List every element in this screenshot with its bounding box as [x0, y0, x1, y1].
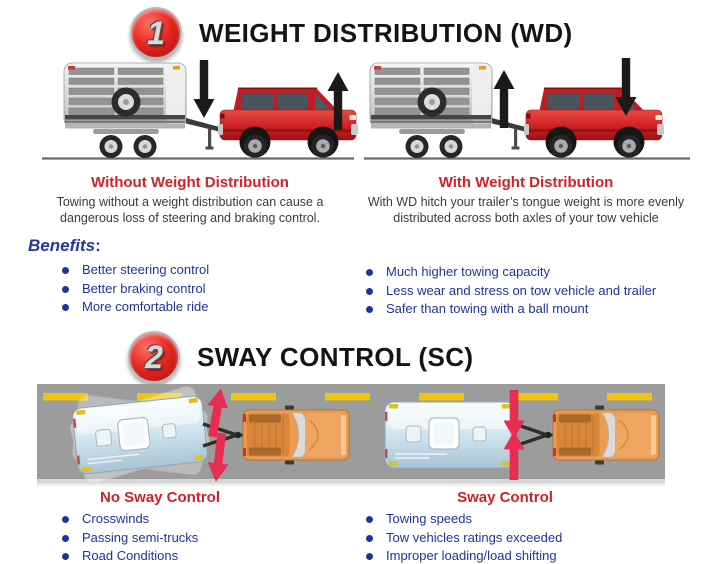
no-sway-causes-list: Crosswinds Passing semi-trucks Road Cond…: [62, 510, 362, 564]
weight-distribution-illustration: [42, 58, 690, 160]
benefits-heading-colon: :: [95, 236, 101, 255]
trailer-illustration: [369, 62, 535, 159]
list-item: Less wear and stress on tow vehicle and …: [366, 282, 702, 301]
benefits-heading: Benefits:: [28, 236, 101, 256]
list-item: Passing semi-trucks: [62, 529, 362, 548]
bullet-icon: [62, 534, 69, 542]
bullet-icon: [62, 516, 69, 523]
cause-text: Road Conditions: [82, 548, 179, 563]
camper-trailer-illustration: [71, 394, 209, 476]
list-item: Safer than towing with a ball mount: [366, 300, 702, 319]
bullet-icon: [366, 516, 373, 523]
bullet-icon: [366, 287, 373, 295]
badge-number-2-icon: 2: [128, 331, 180, 383]
benefit-text: Much higher towing capacity: [386, 264, 551, 279]
lane-markings: [43, 393, 652, 401]
with-wd-heading: With Weight Distribution: [438, 174, 614, 191]
badge-1-number: 1: [147, 15, 165, 51]
road-shoulder: [37, 479, 665, 484]
without-wd-description: Towing without a weight distribution can…: [56, 195, 324, 225]
bullet-icon: [366, 306, 373, 313]
scene-no-sway: [69, 386, 350, 484]
bullet-icon: [366, 269, 373, 276]
no-sway-heading: No Sway Control: [99, 489, 220, 506]
sway-control-road-illustration: [37, 384, 665, 486]
hitch-ball: [544, 431, 552, 439]
cause-text: Passing semi-trucks: [82, 529, 199, 545]
sway-caption: Sway Control: [364, 489, 646, 509]
with-wd-description: With WD hitch your trailer’s tongue weig…: [367, 195, 685, 225]
benefit-text: Less wear and stress on tow vehicle and …: [386, 282, 657, 298]
list-item: Improper loading/load shifting: [366, 547, 702, 564]
list-item: Tow vehicles ratings exceeded: [366, 529, 702, 548]
pickup-truck-illustration: [242, 404, 350, 466]
badge-number-1-icon: 1: [130, 7, 182, 59]
bullet-icon: [366, 534, 373, 542]
no-sway-caption: No Sway Control: [20, 489, 300, 509]
scene-sway-control: [384, 390, 660, 480]
list-item: Better steering control: [62, 261, 362, 280]
cause-text: Improper loading/load shifting: [386, 548, 557, 563]
list-item: Much higher towing capacity: [366, 263, 702, 282]
without-wd-caption: Without Weight Distribution Towing witho…: [28, 174, 352, 226]
section1-title: WEIGHT DISTRIBUTION (WD): [199, 17, 573, 48]
list-item: More comfortable ride: [62, 298, 362, 317]
sway-heading: Sway Control: [457, 489, 553, 506]
with-wd-caption: With Weight Distribution With WD hitch y…: [354, 174, 698, 226]
benefit-text: Better braking control: [82, 280, 206, 296]
section1-header: 1 WEIGHT DISTRIBUTION (WD): [130, 7, 573, 59]
benefit-text: More comfortable ride: [82, 299, 209, 314]
cause-text: Tow vehicles ratings exceeded: [386, 529, 563, 545]
benefits-list-left: Better steering control Better braking c…: [62, 261, 362, 317]
list-item: Towing speeds: [366, 510, 702, 529]
benefit-text: Safer than towing with a ball mount: [386, 301, 589, 316]
bullet-icon: [62, 553, 69, 560]
down-arrow-icon: [193, 60, 215, 118]
without-wd-heading: Without Weight Distribution: [91, 174, 289, 191]
section2-header: 2 SWAY CONTROL (SC): [128, 331, 473, 383]
bullet-icon: [62, 285, 69, 293]
cause-text: Towing speeds: [386, 511, 472, 526]
bullet-icon: [366, 553, 373, 560]
benefit-text: Better steering control: [82, 262, 210, 277]
bullet-icon: [62, 267, 69, 274]
hitch-ball: [234, 431, 242, 439]
scene-without-wd: [42, 60, 359, 160]
suv-illustration: [523, 87, 665, 159]
section2-title: SWAY CONTROL (SC): [197, 341, 474, 372]
benefits-list-right: Much higher towing capacity Less wear an…: [366, 263, 702, 319]
benefits-heading-word: Benefits: [28, 236, 96, 255]
scene-with-wd: [364, 58, 690, 160]
camper-trailer-illustration: [384, 401, 516, 469]
badge-2-number: 2: [145, 339, 163, 375]
cause-text: Crosswinds: [82, 511, 150, 526]
pickup-truck-illustration: [552, 404, 660, 466]
list-item: Road Conditions: [62, 547, 362, 564]
road-edge: [37, 483, 665, 486]
sway-causes-list: Towing speeds Tow vehicles ratings excee…: [366, 510, 702, 564]
bullet-icon: [62, 304, 69, 311]
list-item: Crosswinds: [62, 510, 362, 529]
list-item: Better braking control: [62, 280, 362, 299]
